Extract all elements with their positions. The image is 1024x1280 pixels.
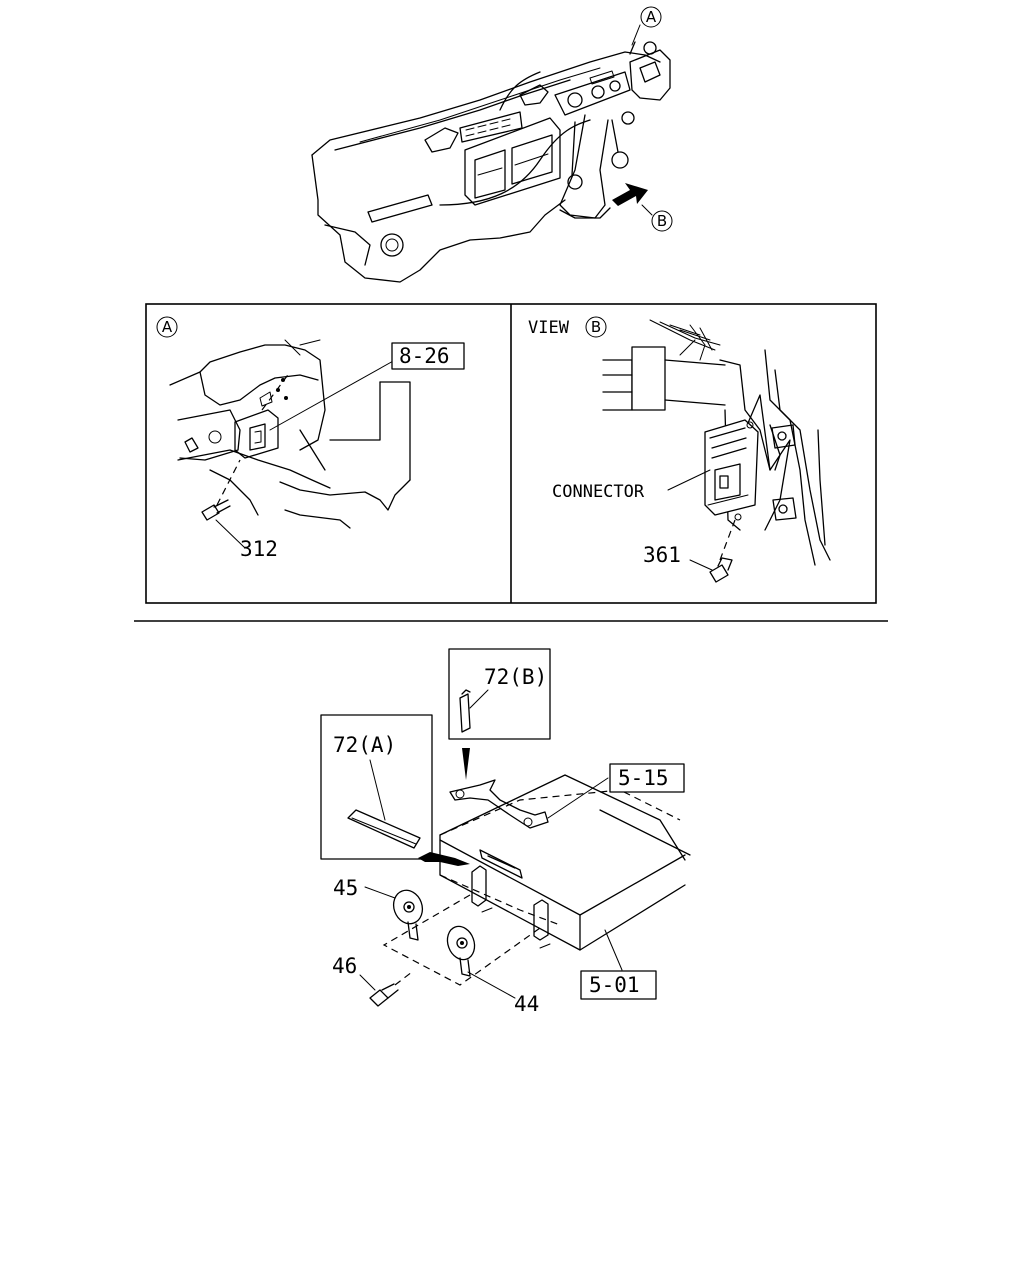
part-312-label: 312	[240, 537, 278, 561]
ref-5-01: 5-01	[589, 973, 640, 997]
callout-b-top: B	[657, 212, 667, 230]
panel-a: A 312 8-26	[156, 316, 465, 561]
horn-assembly: 72(B) 72(A) 5-15	[320, 648, 691, 1016]
part-46-label: 46	[332, 954, 357, 978]
dashboard-illustration: A B	[311, 6, 673, 283]
view-label: VIEW	[528, 318, 570, 338]
part-72a-label: 72(A)	[333, 733, 396, 757]
panel-b-marker: B	[591, 318, 601, 336]
part-72b-label: 72(B)	[484, 665, 547, 689]
connector-label: CONNECTOR	[552, 482, 645, 502]
panel-a-marker: A	[162, 318, 173, 336]
panel-b: VIEW B CONNECTOR	[528, 316, 831, 583]
ref-8-26: 8-26	[399, 344, 450, 368]
ref-5-15: 5-15	[618, 766, 669, 790]
part-45-label: 45	[333, 876, 358, 900]
callout-a-top: A	[646, 8, 657, 26]
part-44-label: 44	[514, 992, 539, 1016]
part-361-label: 361	[643, 543, 681, 567]
